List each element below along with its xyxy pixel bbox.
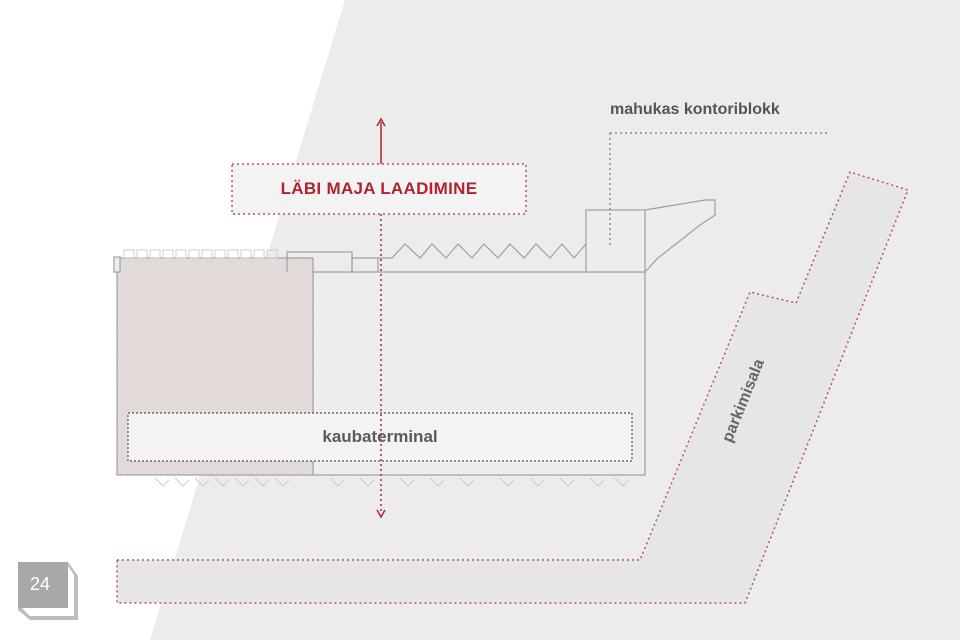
office-block-label: mahukas kontoriblokk [610,101,780,118]
page-number: 24 [29,574,51,594]
page-badge-icon [18,562,78,620]
loading-arrow [376,117,386,519]
office-leader-line [609,132,828,245]
diagram-title: LÄBI MAJA LAADIMINE [280,179,478,198]
parking-area [116,171,909,604]
title-box [231,163,527,215]
terminal-label: kaubaterminal [322,427,438,446]
terminal-box [127,412,633,462]
